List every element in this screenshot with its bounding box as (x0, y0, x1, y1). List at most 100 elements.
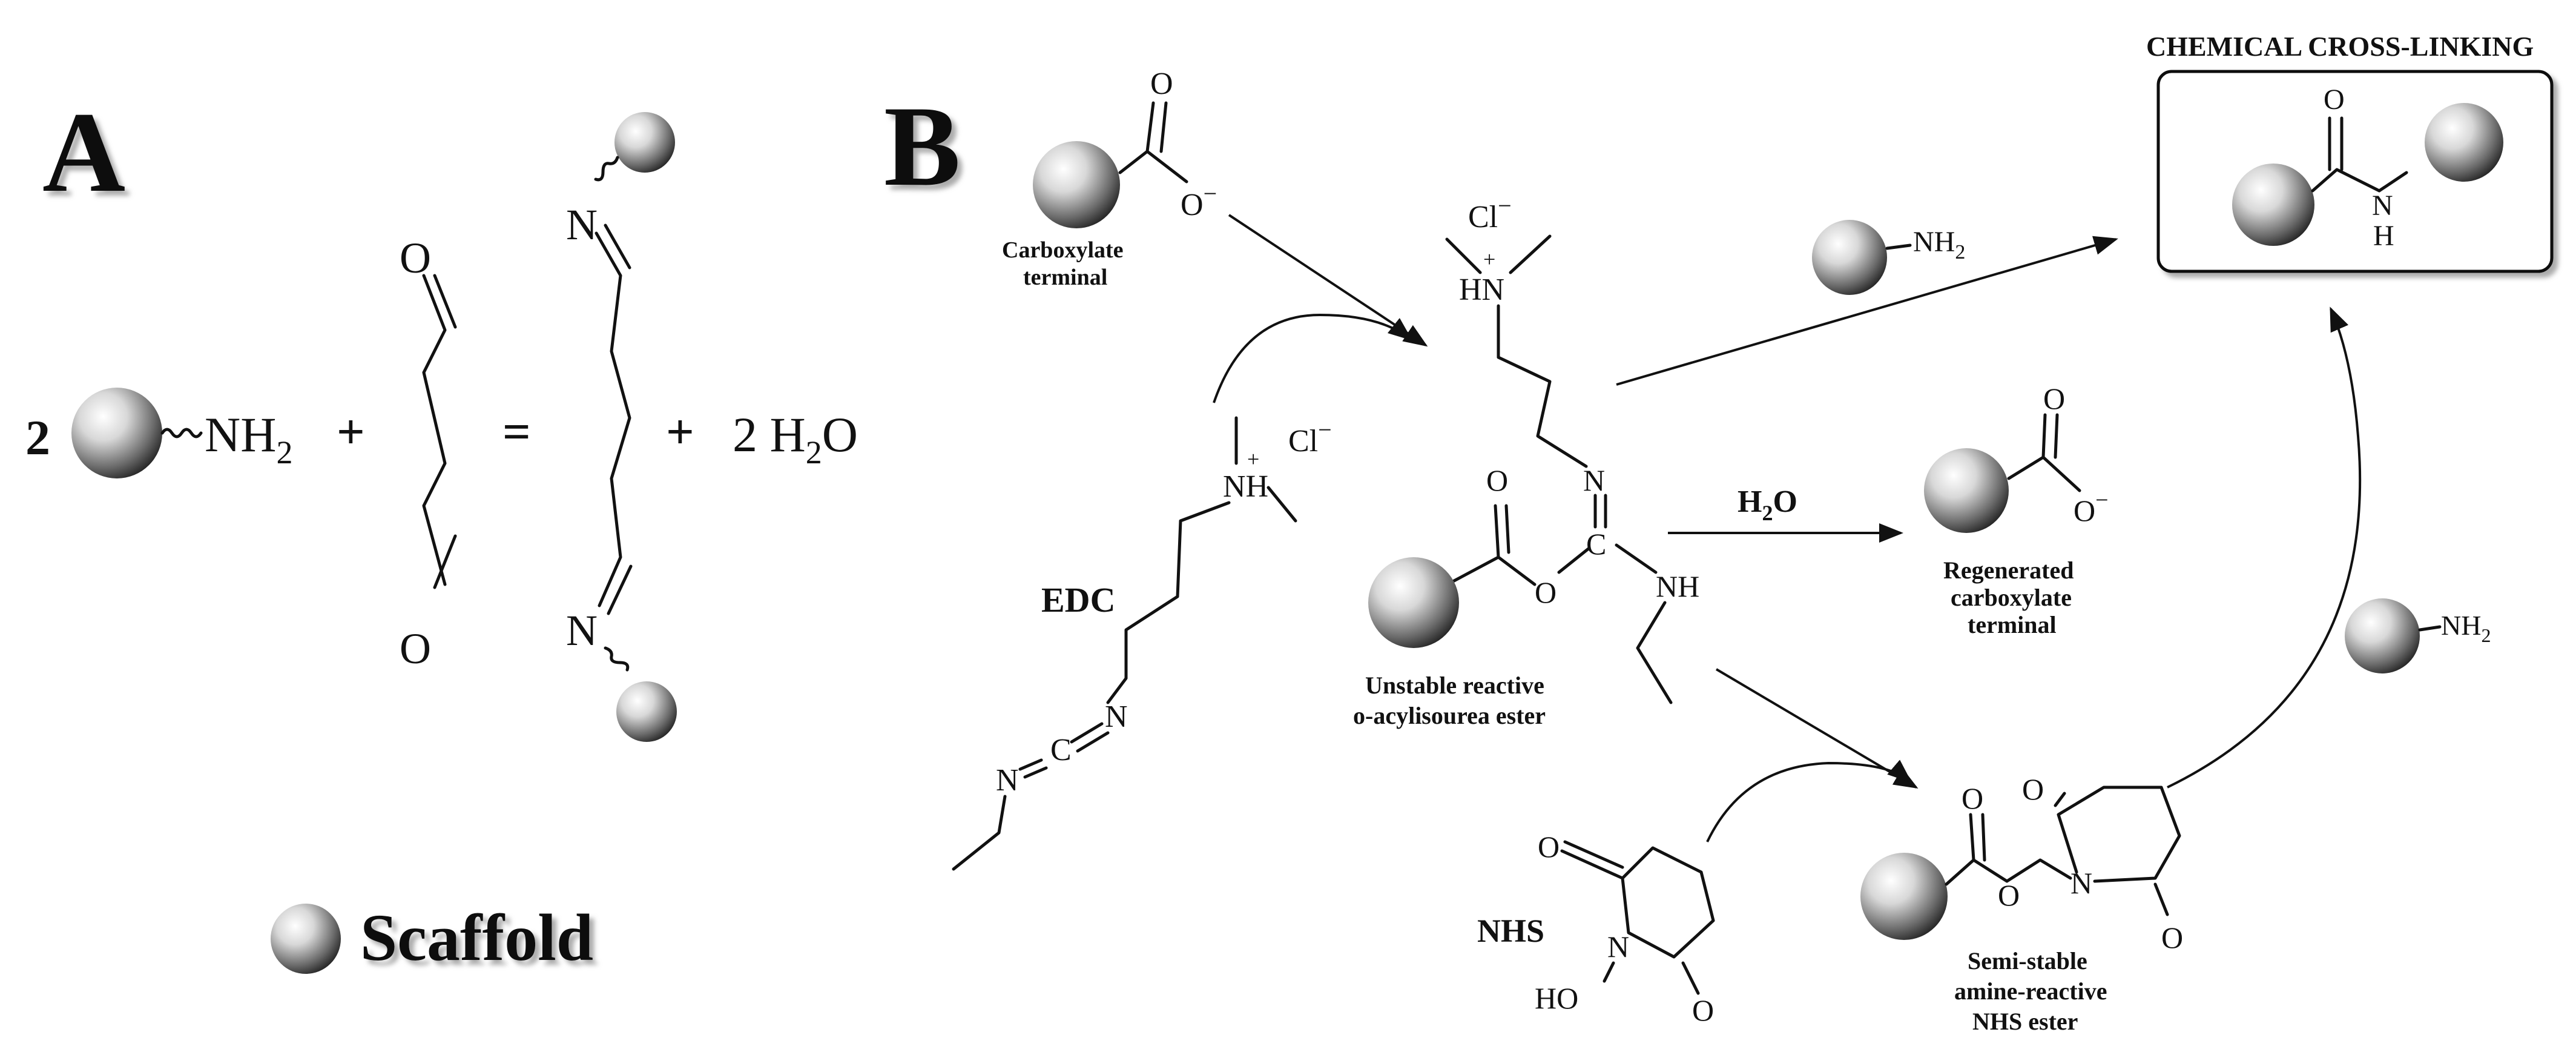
water-product: 2 H2O (733, 407, 858, 471)
nhs-n-oh (1603, 961, 1615, 983)
regen-o-minus: O− (2074, 488, 2109, 528)
nhs-o-bottom: O (1692, 993, 1714, 1027)
carboxylate-charge: − (1204, 180, 1217, 207)
arrow-edc-curve (1213, 313, 1413, 403)
crosslink-product: CHEMICAL CROSS-LINKING O N H (2146, 31, 2554, 273)
imine-n-top: N (566, 200, 598, 249)
water-sub-2: 2 (806, 434, 822, 471)
imine-n-bottom: N (566, 606, 598, 655)
product-sphere-right (2425, 103, 2503, 182)
product-o: O (2324, 84, 2345, 116)
legend-scaffold-sphere (271, 904, 341, 974)
panel-b: B O O− Carboxylate terminal EDC Cl− NH + (884, 31, 2554, 1035)
ester-o-link: O (1998, 878, 2020, 912)
edc-cumulene (1018, 722, 1110, 779)
inter-label-2: o-acylisourea ester (1353, 702, 1546, 729)
ester-label-2: amine-reactive (1954, 978, 2107, 1005)
product-sphere-left (2232, 164, 2314, 246)
coefficient-2: 2 (25, 410, 50, 465)
inter-propyl (1497, 304, 1588, 468)
ester-label-1: Semi-stable (1968, 947, 2087, 974)
glutaraldehyde-double-bond-top (433, 274, 457, 329)
inter-nh: NH (1656, 569, 1699, 603)
edc-ethyl (952, 795, 1007, 871)
inter-label-1: Unstable reactive (1365, 672, 1544, 699)
inter-plus: + (1483, 247, 1495, 271)
edc-molecule: EDC Cl− NH + N C N (952, 416, 1332, 871)
ester-ring-double-top (2054, 792, 2066, 807)
inter-o-ester: O (1535, 575, 1556, 609)
wavy-bond-top (594, 156, 619, 182)
panel-b-letter: B (884, 83, 961, 210)
nhs-label: NHS (1477, 913, 1544, 949)
regen-double (2054, 413, 2059, 459)
regenerated-carboxylate: O O− Regenerated carboxylate terminal (1924, 382, 2109, 638)
amine-nh2-1-sub: 2 (1955, 241, 1965, 263)
panel-a: A 2 NH2 + O O = N N + (25, 89, 858, 974)
carboxylate-label-1: Carboxylate (1002, 237, 1124, 263)
amine-nh2-1-nh: NH (1913, 226, 1955, 258)
inter-carbonyl-double (1504, 504, 1510, 554)
arrow-nhs-curve (1706, 759, 1912, 842)
o-acylisourea-intermediate: Cl− + HN N C NH O O Unstable reactive o-… (1353, 192, 1699, 729)
imine-double-bottom (607, 564, 633, 615)
hydrolysis-sub: 2 (1762, 501, 1773, 525)
crosslink-title: CHEMICAL CROSS-LINKING (2146, 31, 2534, 62)
edc-label: EDC (1041, 580, 1115, 620)
inter-cn-double (1593, 494, 1607, 529)
edc-cl-charge: − (1318, 416, 1332, 443)
carboxylate-o-minus: O− (1181, 180, 1217, 222)
nhs-ester: O O N O O Semi-stable amine-reactive NHS… (1860, 772, 2183, 1035)
edc-cl: Cl− (1288, 416, 1332, 458)
carboxylate-o: O (1150, 67, 1173, 101)
ester-o-carbonyl: O (1962, 781, 1983, 815)
edc-nh: NH (1223, 469, 1268, 504)
regen-bonds (2007, 413, 2081, 492)
carboxylate-label-2: terminal (1023, 265, 1107, 290)
inter-n: N (1583, 463, 1605, 497)
glutaraldehyde-o-bottom: O (400, 624, 431, 673)
glutaraldehyde-o-top: O (400, 234, 431, 282)
inter-ester-bonds (1451, 504, 1537, 586)
carboxylate-bonds (1118, 101, 1188, 184)
amine-sphere-1 (1812, 220, 1887, 295)
hydrolysis-water: H2O (1738, 485, 1797, 525)
nhs-ho: HO (1535, 981, 1578, 1015)
inter-cl-charge: − (1498, 192, 1512, 219)
inter-c-o-bond (1557, 546, 1591, 574)
edc-plus: + (1247, 447, 1259, 471)
plus-sign-2: + (666, 404, 694, 459)
wavy-bond (160, 428, 203, 438)
inter-sphere (1368, 557, 1459, 648)
regen-label-3: terminal (1968, 611, 2057, 638)
inter-methyls (1445, 234, 1552, 274)
nhs-double-top (1563, 840, 1624, 869)
amine-nh2-2-nh: NH (2441, 610, 2481, 641)
imine-product: N N (566, 112, 677, 742)
glutaraldehyde-chain (422, 274, 447, 586)
water-o: O (822, 407, 858, 462)
regen-charge: − (2095, 488, 2108, 513)
inter-c: C (1586, 527, 1606, 561)
ester-carbonyl-double (1981, 813, 1986, 862)
edc-cl-text: Cl (1288, 424, 1318, 458)
ester-o-ring-bottom: O (2161, 921, 2183, 954)
product-h: H (2373, 220, 2394, 252)
edc-bonds (1106, 416, 1297, 704)
amine-sphere-2 (2345, 598, 2420, 673)
inter-cl: Cl− (1468, 192, 1512, 234)
plus-sign-1: + (337, 404, 365, 459)
amine-bond-1 (1885, 243, 1912, 250)
nhs-double-bottom (1681, 961, 1700, 995)
hydrolysis-o: O (1773, 485, 1797, 519)
glutaraldehyde: O O (400, 234, 457, 673)
carboxylate-sphere (1033, 141, 1120, 228)
regen-o: O (2043, 382, 2065, 415)
arrow-to-crosslink (1616, 236, 2118, 386)
regen-label-2: carboxylate (1951, 584, 2072, 611)
scaffold-sphere-bottom (616, 681, 677, 742)
nhs-o-top: O (1538, 830, 1560, 864)
imine-chain (595, 231, 631, 607)
crosslink-box (2156, 70, 2554, 273)
inter-ethyl (1636, 601, 1673, 704)
